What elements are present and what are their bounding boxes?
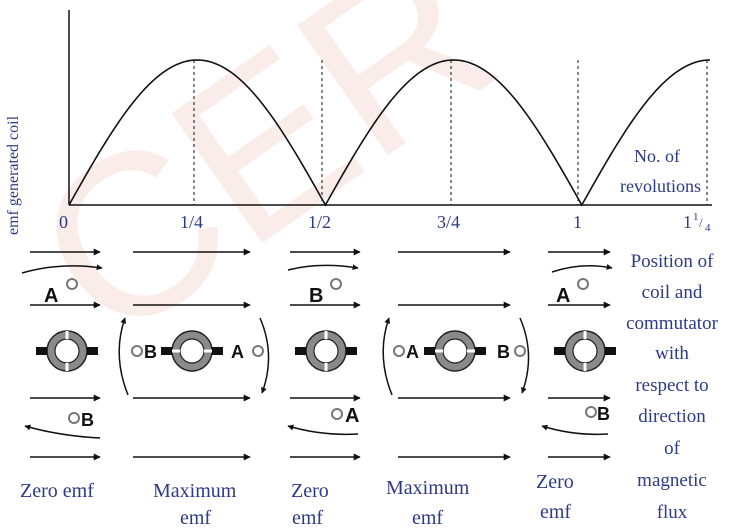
coil-panel-4 bbox=[382, 248, 530, 461]
coil-panel-5 bbox=[541, 248, 613, 461]
coil-label-b-4: B bbox=[497, 342, 510, 362]
coil-conductor-a-5 bbox=[577, 278, 589, 290]
coil-conductor-b-4 bbox=[514, 345, 526, 357]
quarter-gridlines bbox=[193, 60, 708, 205]
caption-3-line2: emf bbox=[292, 507, 323, 529]
svg-text:direction: direction bbox=[638, 406, 706, 427]
tick-label-1-1-4: 1 1 / 4 bbox=[683, 211, 711, 234]
panel-captions: Zero emf Maximum emf Zero emf Maximum em… bbox=[20, 471, 574, 529]
coil-conductor-b-1 bbox=[68, 412, 80, 424]
svg-text:of: of bbox=[664, 438, 681, 459]
coil-conductor-b-3 bbox=[330, 278, 342, 290]
coil-conductor-a-2 bbox=[252, 345, 264, 357]
coil-label-b-1: B bbox=[81, 410, 94, 430]
caption-5-line2: emf bbox=[540, 501, 571, 523]
coil-conductor-b-5 bbox=[585, 406, 597, 418]
tick-label-3-4: 3/4 bbox=[437, 212, 460, 232]
coil-panel-3 bbox=[287, 248, 361, 461]
caption-2-line2: emf bbox=[180, 507, 211, 529]
coil-panel-2 bbox=[118, 248, 270, 461]
svg-text:commutator: commutator bbox=[626, 313, 718, 334]
caption-4-line2: emf bbox=[412, 507, 443, 529]
tick-label-1: 1 bbox=[573, 212, 582, 232]
caption-2-line1: Maximum bbox=[153, 480, 237, 502]
coil-label-b-2: B bbox=[144, 342, 157, 362]
caption-5-line1: Zero bbox=[536, 471, 574, 493]
coil-label-a-1: A bbox=[44, 285, 58, 307]
y-axis-label: emf generated coil bbox=[5, 115, 22, 235]
caption-1-line1: Zero emf bbox=[20, 480, 94, 502]
svg-text:4: 4 bbox=[705, 222, 711, 234]
commutator-4 bbox=[422, 329, 488, 373]
coil-conductor-a-4 bbox=[393, 345, 405, 357]
x-axis-label-line2: revolutions bbox=[620, 176, 701, 196]
coil-label-a-5: A bbox=[556, 285, 570, 307]
tick-label-0: 0 bbox=[59, 212, 68, 232]
svg-text:/: / bbox=[699, 215, 703, 230]
coil-panel-1 bbox=[21, 248, 103, 461]
coil-conductor-b-2 bbox=[131, 345, 143, 357]
tick-label-1-2: 1/2 bbox=[308, 212, 331, 232]
emf-graph: emf generated coil 0 1/4 1/2 3/4 1 1 1 /… bbox=[5, 10, 712, 235]
svg-text:1: 1 bbox=[693, 211, 699, 223]
tick-label-1-4: 1/4 bbox=[180, 212, 203, 232]
coil-label-b-5: B bbox=[597, 404, 610, 424]
side-note: Position of coil and commutator with res… bbox=[626, 251, 718, 523]
svg-text:with: with bbox=[655, 343, 689, 364]
commutator-5 bbox=[552, 329, 618, 373]
svg-text:magnetic: magnetic bbox=[637, 470, 707, 491]
coil-conductor-a-3 bbox=[331, 408, 343, 420]
caption-3-line1: Zero bbox=[291, 480, 329, 502]
coil-label-a-2: A bbox=[231, 342, 244, 362]
coil-label-a-4: A bbox=[406, 342, 419, 362]
svg-text:coil and: coil and bbox=[642, 282, 703, 303]
coil-label-a-3: A bbox=[345, 405, 359, 427]
svg-text:flux: flux bbox=[657, 502, 688, 523]
svg-text:respect to: respect to bbox=[635, 375, 708, 396]
caption-4-line1: Maximum bbox=[386, 477, 470, 499]
x-axis-label-line1: No. of bbox=[634, 146, 680, 166]
coil-conductor-a-1 bbox=[66, 278, 78, 290]
coil-label-b-3: B bbox=[309, 285, 323, 307]
svg-text:Position of: Position of bbox=[631, 251, 715, 272]
svg-text:1: 1 bbox=[683, 212, 692, 232]
emf-curve bbox=[68, 59, 711, 207]
commutator-3 bbox=[293, 329, 359, 373]
commutator-1 bbox=[34, 329, 100, 373]
